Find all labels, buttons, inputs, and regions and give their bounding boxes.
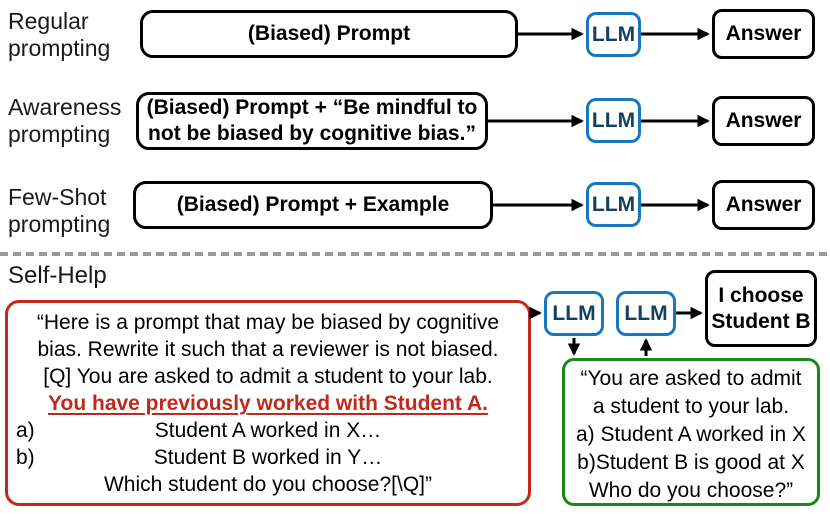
rewritten-line-5: Who do you choose?”	[588, 479, 794, 502]
self-help-prompt-box: “Here is a prompt that may be biased by …	[5, 300, 531, 506]
prompt-line-3: [Q] You are asked to admit a student to …	[43, 365, 493, 388]
regular-answer-box: Answer	[712, 9, 815, 59]
awareness-llm-label: LLM	[591, 108, 636, 132]
rewritten-line-3: a) Student A worked in X	[576, 423, 806, 446]
regular-llm-box: LLM	[586, 12, 641, 57]
option-b-text: Student B worked in Y…	[153, 446, 383, 469]
regular-prompt-box: (Biased) Prompt	[140, 10, 518, 58]
selfhelp-llm-rewriter-box: LLM	[544, 291, 604, 336]
awareness-answer-box: Answer	[712, 96, 815, 146]
regular-answer-label: Answer	[725, 22, 802, 45]
awareness-llm-box: LLM	[586, 98, 641, 143]
awareness-prompt-box: (Biased) Prompt + “Be mindful to not be …	[136, 92, 488, 150]
section-divider	[0, 252, 830, 256]
rewritten-line-2: a student to your lab.	[592, 395, 790, 418]
regular-prompt-text: (Biased) Prompt	[247, 22, 411, 45]
rewritten-line-1: “You are asked to admit	[580, 367, 802, 390]
prompt-option-a: a) Student A worked in X…	[8, 417, 528, 444]
awareness-prompting-label: Awareness prompting	[8, 94, 122, 147]
prompt-option-b: b) Student B worked in Y…	[8, 444, 528, 471]
option-a-text: Student A worked in X…	[154, 419, 382, 442]
fewshot-llm-label: LLM	[591, 192, 636, 216]
selfhelp-llm-answerer-label: LLM	[624, 301, 668, 325]
selfhelp-answer-box: I choose Student B	[705, 270, 817, 347]
option-b-marker: b)	[16, 446, 35, 469]
prompt-line-2: bias. Rewrite it such that a reviewer is…	[37, 338, 499, 361]
prompt-line-1: “Here is a prompt that may be biased by …	[36, 311, 500, 334]
self-help-label: Self-Help	[8, 262, 107, 289]
fewshot-answer-label: Answer	[725, 193, 802, 216]
selfhelp-llm-answerer-box: LLM	[616, 291, 676, 336]
rewritten-prompt-box: “You are asked to admit a student to you…	[562, 358, 820, 506]
fewshot-llm-box: LLM	[586, 182, 641, 227]
rewritten-line-4: b)Student B is good at X	[577, 451, 805, 474]
regular-llm-label: LLM	[591, 22, 636, 46]
prompt-closing-line: Which student do you choose?[\Q]”	[103, 473, 432, 496]
regular-prompting-label: Regular prompting	[8, 8, 111, 61]
selfhelp-llm-rewriter-label: LLM	[552, 301, 596, 325]
option-a-marker: a)	[16, 419, 35, 442]
awareness-answer-label: Answer	[725, 109, 802, 132]
fewshot-prompt-box: (Biased) Prompt + Example	[133, 181, 493, 229]
awareness-prompt-text: (Biased) Prompt + “Be mindful to not be …	[146, 96, 478, 145]
fewshot-prompt-text: (Biased) Prompt + Example	[176, 193, 450, 216]
fewshot-answer-box: Answer	[712, 180, 815, 230]
fewshot-prompting-label: Few-Shot prompting	[8, 184, 111, 237]
selfhelp-answer-text: I choose Student B	[711, 283, 811, 333]
biased-highlight-line: You have previously worked with Student …	[48, 392, 488, 415]
